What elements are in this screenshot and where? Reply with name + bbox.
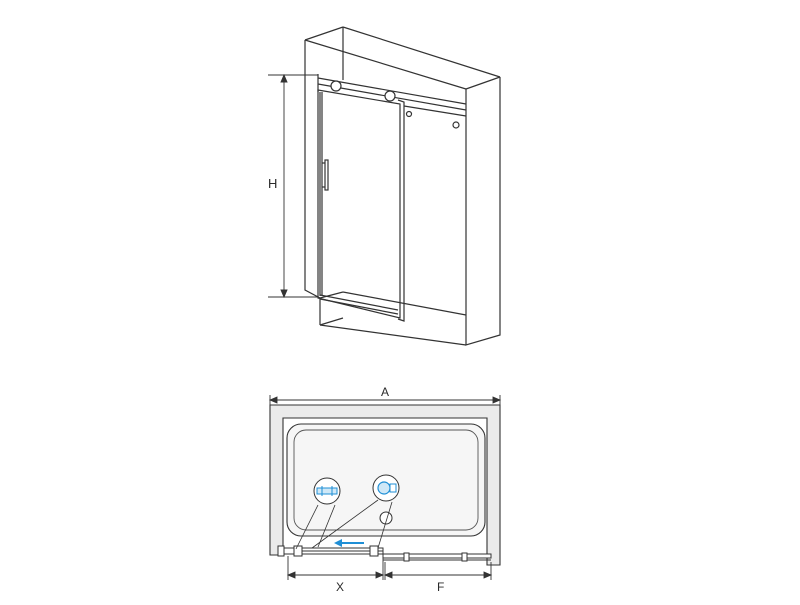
roller-right-icon [384, 90, 396, 102]
stopper-icon [405, 110, 413, 118]
door-opening-label: X [336, 580, 344, 594]
elevation-view [268, 26, 501, 346]
door-opening-dimension [286, 556, 385, 580]
fixed-panel [397, 99, 467, 322]
plan-walls [269, 404, 501, 566]
height-label: H [268, 176, 277, 191]
plan-rail [277, 545, 492, 562]
fixed-panel-label: F [437, 580, 444, 594]
drain-icon [379, 511, 393, 525]
fixed-panel-dimension [383, 562, 493, 580]
wall-bracket-icon [452, 121, 460, 129]
shower-tray-inner [293, 429, 479, 531]
sliding-door [317, 89, 401, 319]
plan-view [268, 395, 502, 580]
roller-left-icon [330, 80, 342, 92]
hinge-detail-icon [372, 474, 400, 502]
callout-lines [295, 499, 393, 550]
slide-direction-arrow-icon [334, 539, 364, 547]
door-handle [322, 159, 329, 191]
niche-walls [304, 26, 501, 346]
width-label: A [381, 385, 389, 399]
width-dimension [268, 395, 502, 408]
floor-threshold [319, 291, 467, 316]
door-rollers [330, 80, 460, 129]
roller-detail-icon [313, 477, 341, 505]
height-dimension [268, 73, 318, 299]
